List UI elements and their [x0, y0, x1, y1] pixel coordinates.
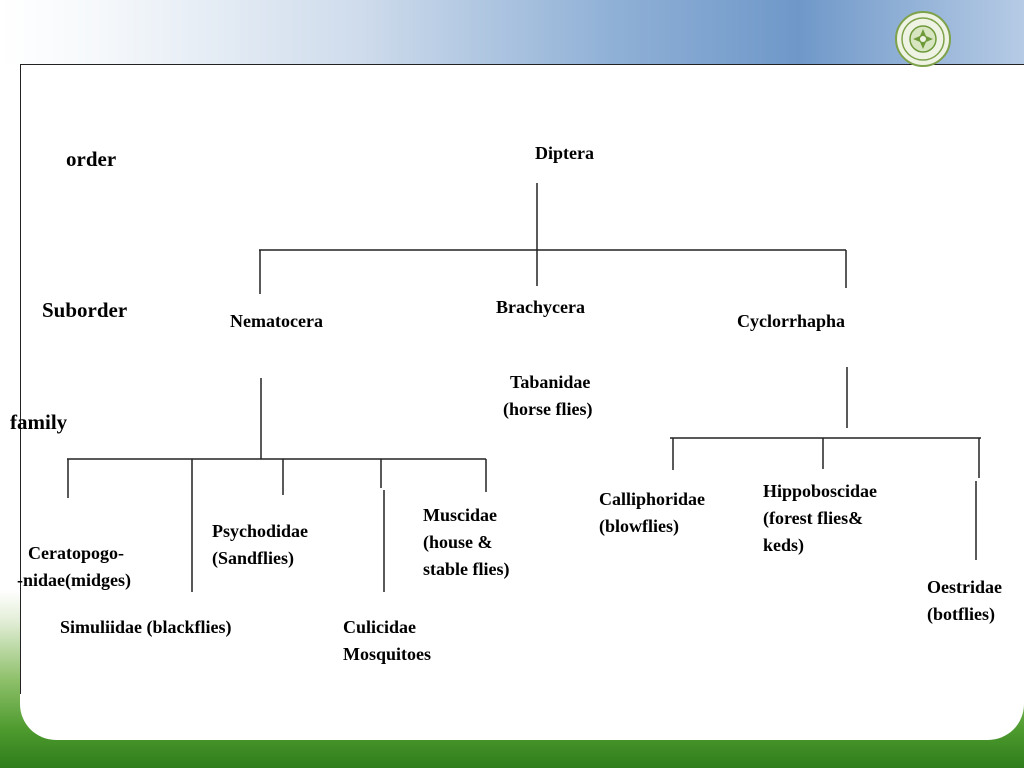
- node-ceratopogonidae: Ceratopogo-: [28, 540, 124, 567]
- node-tabanidae: Tabanidae: [510, 369, 590, 396]
- node-cyclorrhapha: Cyclorrhapha: [737, 311, 845, 331]
- node-culicidae: Culicidae Mosquitoes: [343, 614, 431, 668]
- node-psychodidae-line-1: Psychodidae: [212, 521, 309, 541]
- node-hippoboscidae-line-2: (forest flies&: [763, 508, 864, 528]
- node-ceratopogonidae-common: -nidae(midges): [17, 567, 131, 594]
- node-muscidae-line-2: (house &: [423, 532, 493, 552]
- node-psychodidae-line-2: (Sandflies): [212, 548, 295, 568]
- node-oestridae-line-1: Oestridae: [927, 577, 1002, 597]
- rank-label-suborder: Suborder: [42, 298, 128, 322]
- node-brachycera: Brachycera: [496, 297, 585, 317]
- university-seal-icon: [895, 11, 951, 67]
- node-calliphoridae-line-1: Calliphoridae: [599, 489, 706, 509]
- node-muscidae-line-1: Muscidae: [423, 505, 497, 525]
- node-muscidae-line-3: stable flies): [423, 559, 510, 579]
- node-oestridae-line-2: (botflies): [927, 604, 995, 624]
- node-tabanidae-line-1: Tabanidae: [510, 372, 591, 392]
- node-calliphoridae: Calliphoridae (blowflies): [599, 486, 705, 540]
- node-tabanidae-line-2: (horse flies): [503, 399, 593, 419]
- node-culicidae-line-1: Culicidae: [343, 617, 417, 637]
- node-hippoboscidae-line-3: keds): [763, 535, 805, 555]
- rank-label-order: order: [66, 147, 117, 171]
- node-hippoboscidae: Hippoboscidae (forest flies& keds): [763, 478, 877, 559]
- content-panel: [20, 64, 1024, 740]
- node-diptera: Diptera: [535, 143, 594, 163]
- node-simuliidae: Simuliidae (blackflies): [60, 617, 232, 637]
- node-ceratopogonidae-line-2: -nidae(midges): [17, 570, 131, 590]
- frame-left-border: [20, 64, 21, 694]
- frame-top-border: [20, 64, 1024, 65]
- node-culicidae-line-2: Mosquitoes: [343, 644, 432, 664]
- node-oestridae: Oestridae (botflies): [927, 574, 1002, 628]
- node-psychodidae: Psychodidae (Sandflies): [212, 518, 308, 572]
- node-tabanidae-common: (horse flies): [503, 396, 592, 423]
- rank-label-family: family: [10, 410, 68, 434]
- header-gradient-band: [0, 0, 1024, 64]
- node-nematocera: Nematocera: [230, 311, 323, 331]
- node-calliphoridae-line-2: (blowflies): [599, 516, 679, 536]
- node-muscidae: Muscidae (house & stable flies): [423, 502, 509, 583]
- node-hippoboscidae-line-1: Hippoboscidae: [763, 481, 878, 501]
- node-ceratopogonidae-line-1: Ceratopogo-: [28, 543, 124, 563]
